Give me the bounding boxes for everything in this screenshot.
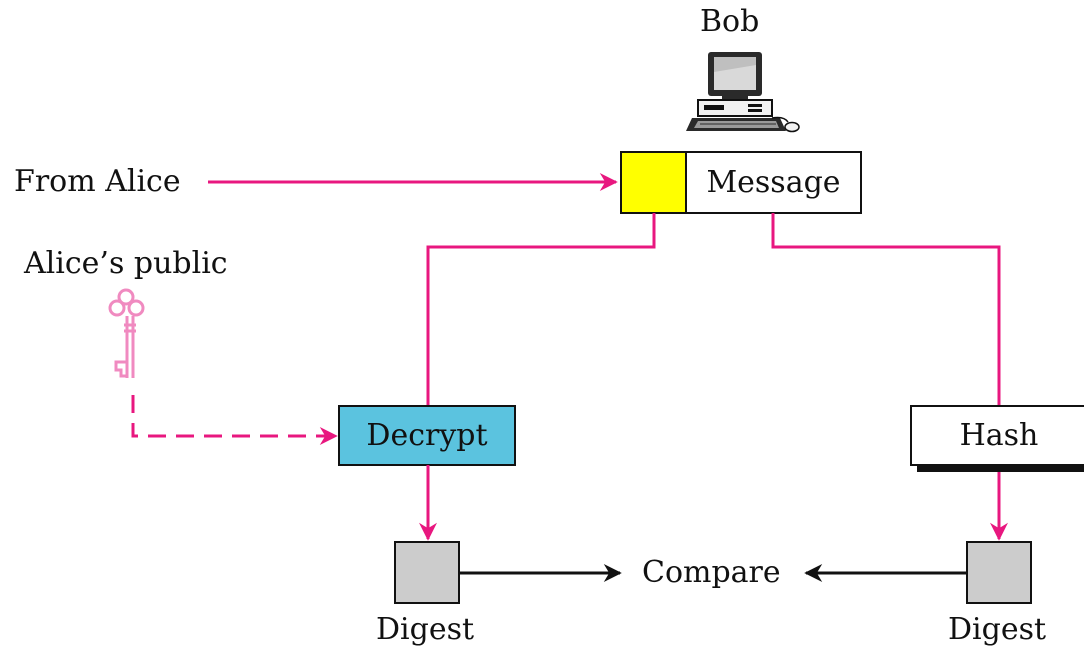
from-alice-label: From Alice bbox=[14, 164, 181, 199]
key-icon bbox=[108, 288, 145, 378]
message-line bbox=[771, 213, 1001, 406]
digest-right-label: Digest bbox=[948, 612, 1047, 647]
digest-box-right bbox=[966, 541, 1032, 604]
desktop-computer-icon bbox=[686, 52, 800, 133]
bob-label: Bob bbox=[700, 4, 760, 39]
message-label: Message bbox=[706, 165, 841, 200]
key-dashed-line bbox=[131, 395, 338, 445]
message-box bbox=[685, 151, 862, 214]
hash-box bbox=[910, 405, 1084, 466]
decrypt-label: Decrypt bbox=[366, 418, 488, 453]
hash-label: Hash bbox=[959, 418, 1039, 453]
digest-left-label: Digest bbox=[376, 612, 475, 647]
compare-label: Compare bbox=[642, 555, 781, 590]
signature-line bbox=[426, 213, 656, 406]
signature-block bbox=[620, 151, 687, 214]
digest-box-left bbox=[394, 541, 460, 604]
alices-public-label: Alice’s public bbox=[24, 246, 228, 281]
decrypt-box bbox=[338, 405, 516, 466]
